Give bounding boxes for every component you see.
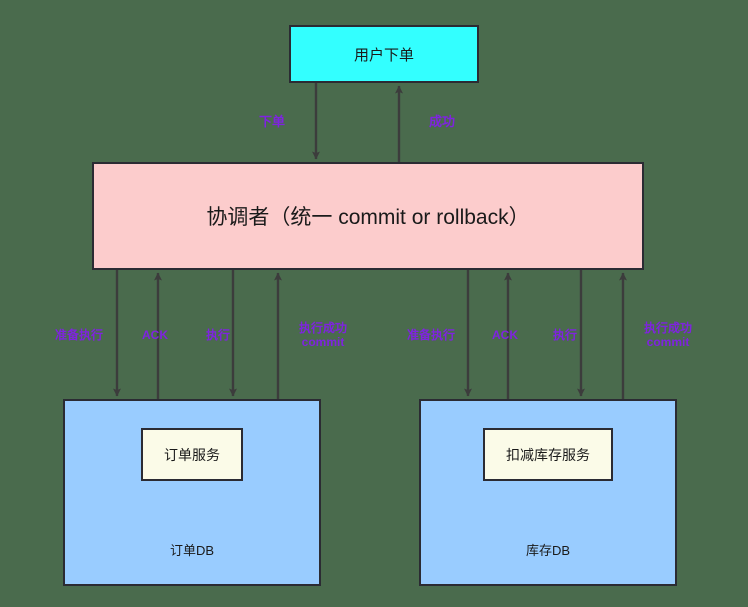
edge-label-right-commit: 执行成功 commit bbox=[633, 321, 703, 350]
edge-label-left-commit: 执行成功 commit bbox=[288, 321, 358, 350]
edge-label-right-prepare: 准备执行 bbox=[406, 328, 455, 342]
user-order-node[interactable]: 用户下单 bbox=[289, 25, 479, 83]
edge-label-left-commit-line1: 执行成功 bbox=[298, 321, 347, 335]
edge-label-place-order: 下单 bbox=[258, 114, 285, 129]
edge-label-right-execute: 执行 bbox=[552, 328, 577, 342]
user-order-label: 用户下单 bbox=[353, 46, 414, 64]
order-db-label: 订单DB bbox=[169, 543, 215, 558]
stock-service-label: 扣减库存服务 bbox=[506, 446, 590, 463]
edge-label-right-commit-line2: commit bbox=[646, 334, 690, 349]
edge-label-left-ack: ACK bbox=[142, 328, 168, 342]
coordinator-node[interactable]: 协调者（统一 commit or rollback） bbox=[92, 162, 644, 270]
order-service-node[interactable]: 订单服务 bbox=[141, 428, 243, 481]
stock-service-node[interactable]: 扣减库存服务 bbox=[483, 428, 613, 481]
coordinator-label: 协调者（统一 commit or rollback） bbox=[206, 206, 530, 229]
edge-label-success: 成功 bbox=[428, 114, 455, 129]
edge-label-left-prepare: 准备执行 bbox=[54, 328, 103, 342]
edge-label-right-ack: ACK bbox=[492, 328, 518, 342]
edge-label-left-execute: 执行 bbox=[205, 328, 230, 342]
stock-db-label: 库存DB bbox=[525, 543, 571, 558]
edge-label-right-commit-line1: 执行成功 bbox=[643, 321, 692, 335]
edge-label-left-commit-line2: commit bbox=[301, 334, 345, 349]
order-service-label: 订单服务 bbox=[164, 446, 220, 463]
